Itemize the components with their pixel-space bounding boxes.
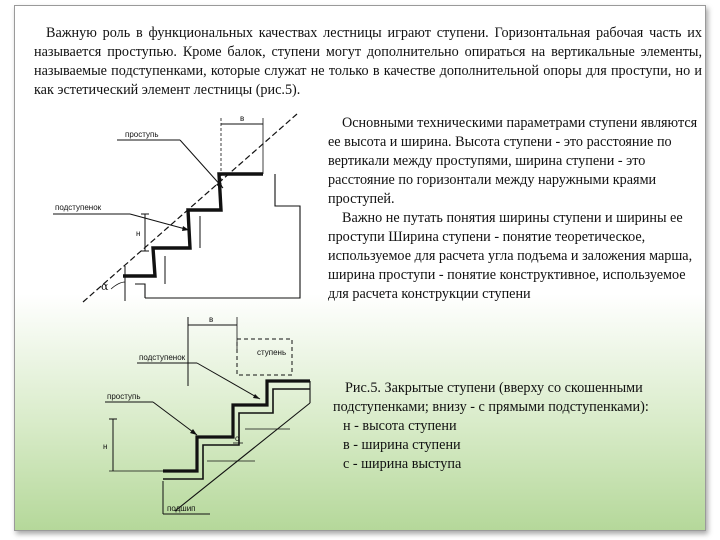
riser-leader — [129, 213, 190, 231]
riser-leader — [196, 362, 261, 400]
stair-profile — [123, 172, 263, 278]
tread-leader — [179, 139, 224, 189]
tread-arrow — [190, 429, 197, 435]
caption-item-height: н - высота ступени — [343, 418, 457, 434]
width-label: в — [209, 315, 213, 324]
params-text-1: Основными техническими параметрами ступе… — [328, 115, 698, 207]
width-label: в — [240, 114, 244, 123]
intro-text: Важную роль в функциональных качествах л… — [34, 25, 702, 98]
tread-leader — [152, 401, 198, 436]
figure-bottom-straight-risers: в ступень подступенок проступь н с п — [103, 315, 311, 515]
slide: Важную роль в функциональных качествах л… — [14, 5, 706, 531]
caption-title: Рис.5. Закрытые ступени (вверху со скоше… — [333, 380, 649, 415]
caption-item-width: в - ширина ступени — [343, 437, 461, 453]
figure-caption: Рис.5. Закрытые ступени (вверху со скоше… — [333, 379, 705, 474]
stair-profile — [163, 379, 310, 473]
overhang-label: с — [235, 434, 239, 443]
riser-arrow — [253, 394, 260, 399]
riser-label: подступенок — [139, 353, 186, 362]
intro-paragraph: Важную роль в функциональных качествах л… — [34, 24, 702, 100]
params-text-2: Важно не путать понятия ширины ступени и… — [328, 210, 693, 302]
tread-arrow — [216, 181, 223, 188]
angle-arc — [110, 281, 126, 290]
step-label: ступень — [257, 348, 286, 357]
tread-label: проступь — [107, 392, 140, 401]
height-label: н — [103, 442, 107, 451]
base-label: подшип — [167, 504, 196, 513]
step-outline-dashed — [236, 338, 293, 376]
riser-arrow — [182, 226, 189, 231]
figure-top-slanted-risers: α проступь подступенок в н — [53, 113, 301, 303]
riser-label: подступенок — [55, 203, 102, 212]
params-paragraph: Основными техническими параметрами ступе… — [328, 114, 703, 304]
tread-label: проступь — [125, 130, 158, 139]
stringer-diagonal — [174, 402, 311, 512]
alpha-label: α — [101, 280, 109, 293]
caption-item-overhang: с - ширина выступа — [343, 456, 462, 472]
height-label: н — [136, 229, 140, 238]
stair-profile-inner — [163, 388, 310, 480]
slope-line — [82, 113, 298, 303]
stringer-outline — [135, 174, 301, 299]
